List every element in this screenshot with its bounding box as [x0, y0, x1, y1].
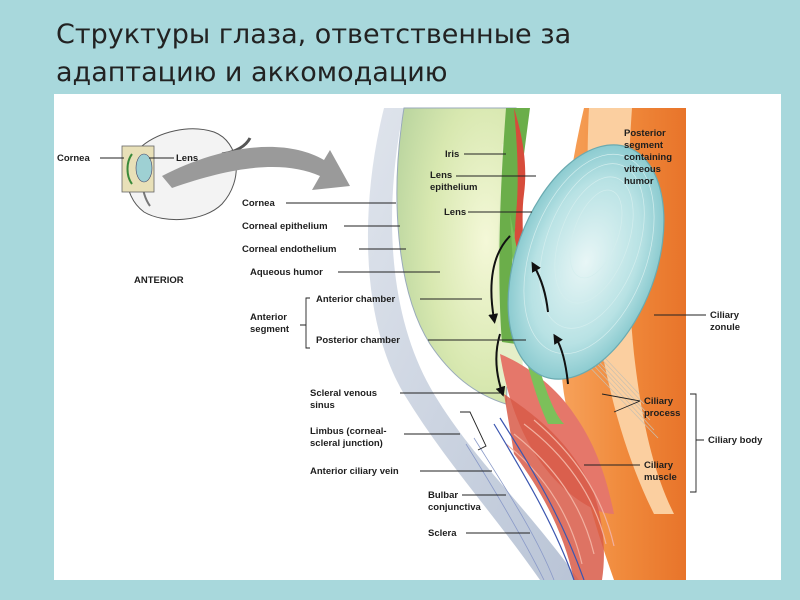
- label-anterior-segment-2: segment: [250, 324, 290, 335]
- inset-cornea-label: Cornea: [57, 153, 90, 164]
- label-aqueous-humor: Aqueous humor: [250, 267, 323, 278]
- label-ciliary-zonule-1: Ciliary: [710, 310, 740, 321]
- label-corneal-endothelium: Corneal endothelium: [242, 244, 336, 255]
- inset-anterior-label: ANTERIOR: [134, 275, 184, 286]
- label-ciliary-muscle-2: muscle: [644, 472, 677, 483]
- eye-anatomy-diagram: Cornea Lens ANTERIOR: [57, 107, 763, 581]
- label-limbus-2: scleral junction): [310, 438, 383, 449]
- zoom-arrow: [162, 146, 350, 190]
- label-bulbar-1: Bulbar: [428, 490, 458, 501]
- label-scleral-sinus-2: sinus: [310, 400, 335, 411]
- label-bulbar-2: conjunctiva: [428, 502, 482, 513]
- label-scleral-sinus-1: Scleral venous: [310, 388, 377, 399]
- label-lens-epithelium-2: epithelium: [430, 182, 478, 193]
- inset-lens-label: Lens: [176, 153, 198, 164]
- label-posterior-5: humor: [624, 176, 654, 187]
- label-posterior-3: containing: [624, 152, 672, 163]
- label-ciliary-body: Ciliary body: [708, 435, 763, 446]
- eye-cross-section: [367, 107, 686, 581]
- label-ciliary-muscle-1: Ciliary: [644, 460, 674, 471]
- label-ciliary-process-1: Ciliary: [644, 396, 674, 407]
- label-posterior-2: segment: [624, 140, 664, 151]
- label-posterior-chamber: Posterior chamber: [316, 335, 400, 346]
- label-sclera: Sclera: [428, 528, 457, 539]
- label-ciliary-process-2: process: [644, 408, 680, 419]
- label-anterior-segment-1: Anterior: [250, 312, 287, 323]
- middle-labels: Iris Lens epithelium Lens: [430, 149, 536, 218]
- left-labels: Cornea Corneal epithelium Corneal endoth…: [242, 198, 530, 539]
- title-line-1: Структуры глаза, ответственные за: [56, 19, 572, 50]
- label-anterior-ciliary-vein: Anterior ciliary vein: [310, 466, 399, 477]
- label-lens: Lens: [444, 207, 466, 218]
- label-limbus-1: Limbus (corneal-: [310, 426, 387, 437]
- label-corneal-epithelium: Corneal epithelium: [242, 221, 328, 232]
- label-posterior-1: Posterior: [624, 128, 666, 139]
- label-iris: Iris: [445, 149, 459, 160]
- label-ciliary-zonule-2: zonule: [710, 322, 740, 333]
- right-labels: Posterior segment containing vitreous hu…: [584, 128, 763, 493]
- title-line-2: адаптацию и аккомодацию: [56, 57, 448, 88]
- label-lens-epithelium-1: Lens: [430, 170, 452, 181]
- label-anterior-chamber: Anterior chamber: [316, 294, 395, 305]
- diagram-panel: Cornea Lens ANTERIOR: [54, 94, 781, 581]
- label-cornea: Cornea: [242, 198, 275, 209]
- slide-title: Структуры глаза, ответственные за адапта…: [56, 16, 756, 92]
- label-posterior-4: vitreous: [624, 164, 661, 175]
